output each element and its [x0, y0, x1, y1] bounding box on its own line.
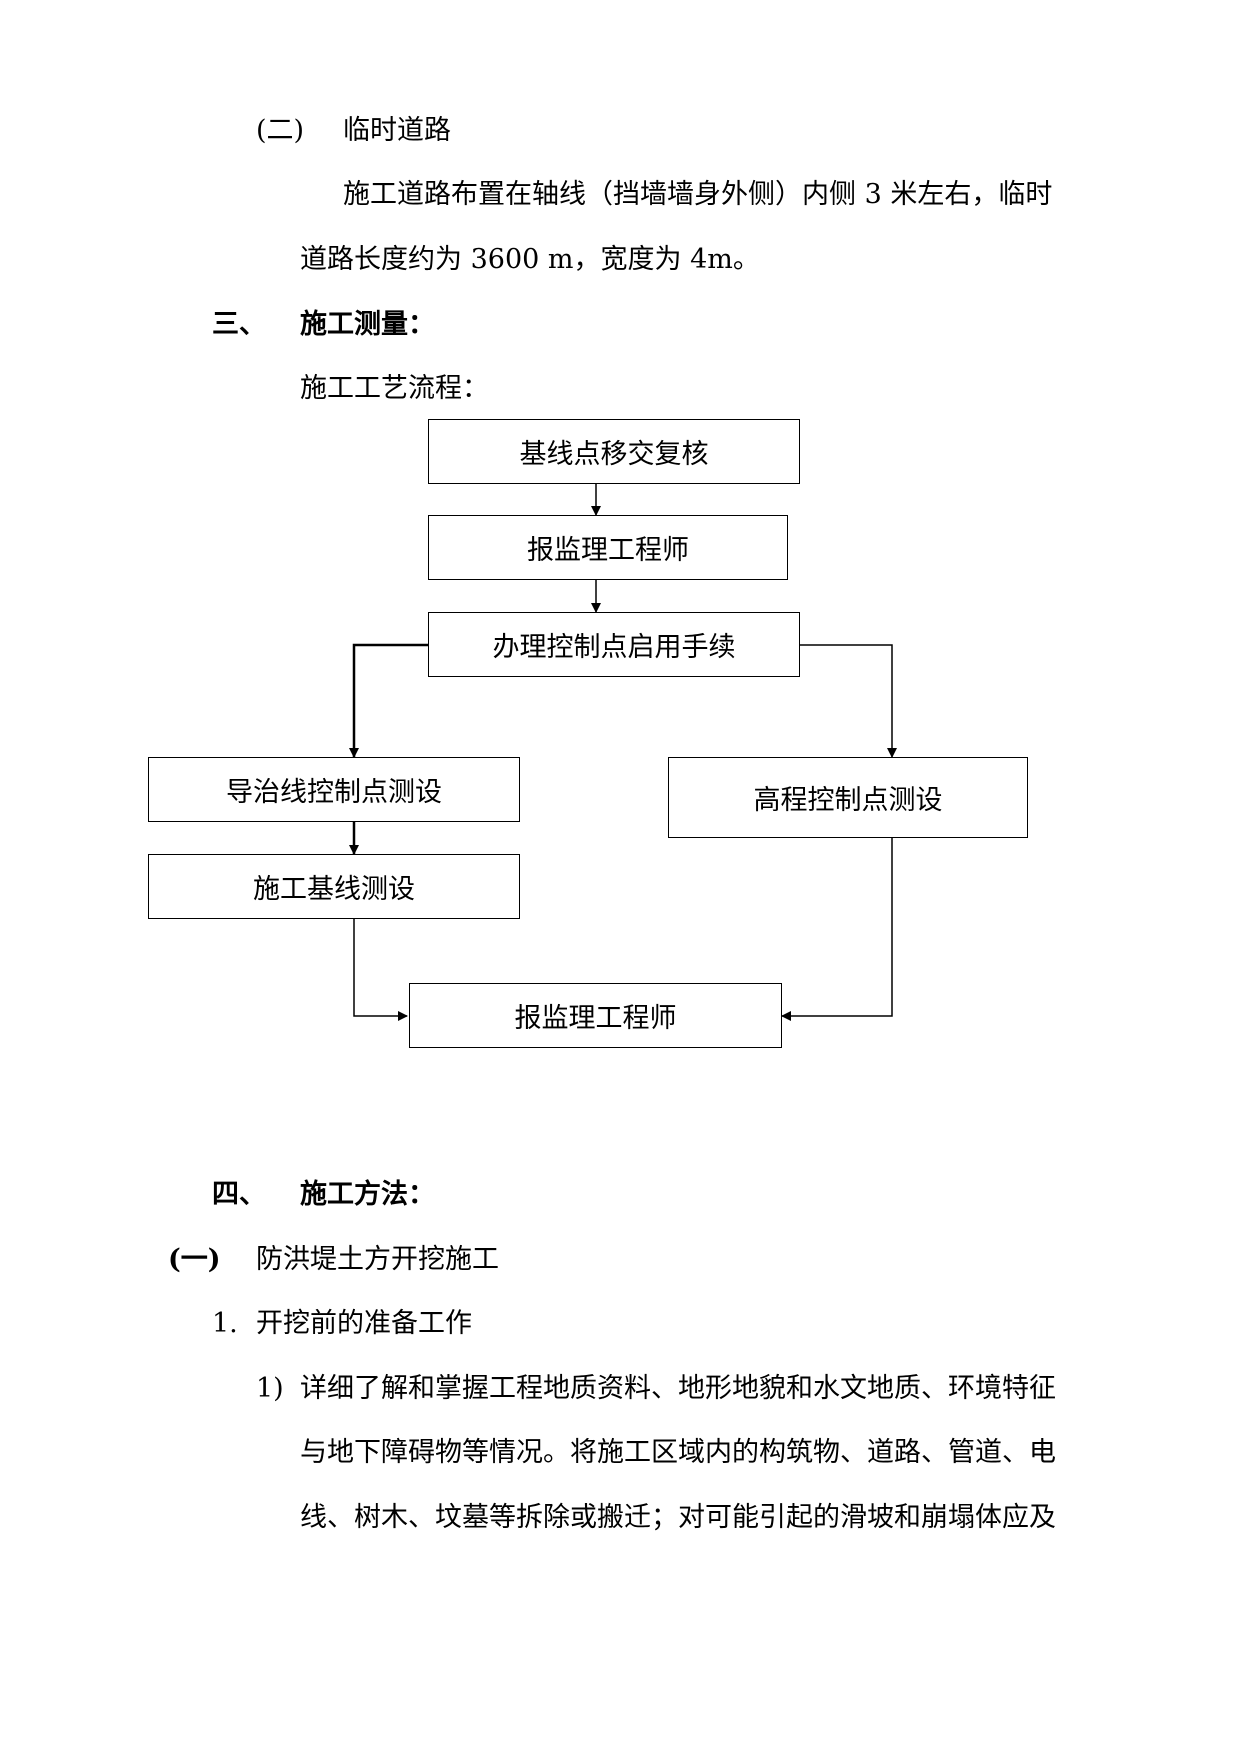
- flow-box-report-supervisor: 报监理工程师: [428, 515, 788, 580]
- item-1-1-line-2: 与地下障碍物等情况。将施工区域内的构筑物、道路、管道、电: [300, 1437, 1056, 1468]
- subsection-1-title: 防洪堤土方开挖施工: [256, 1244, 499, 1275]
- item-1-1-number: 1): [256, 1373, 284, 1404]
- section-2-paragraph-line-1: 施工道路布置在轴线（挡墙墙身外侧）内侧 3 米左右，临时: [343, 179, 1053, 210]
- flow-box-label: 报监理工程师: [527, 535, 689, 566]
- item-1-title: 开挖前的准备工作: [256, 1308, 472, 1339]
- subsection-1-number: (一): [168, 1244, 221, 1275]
- flow-box-label: 高程控制点测设: [753, 785, 943, 816]
- section-2-title: 临时道路: [343, 115, 451, 146]
- flow-box-guide-line-control-point: 导治线控制点测设: [148, 757, 520, 822]
- section-3-title: 施工测量：: [300, 309, 435, 340]
- section-4-title: 施工方法：: [300, 1179, 435, 1210]
- flow-box-label: 施工基线测设: [253, 874, 415, 905]
- flow-box-baseline-handover: 基线点移交复核: [428, 419, 800, 484]
- section-3-number: 三、: [212, 309, 266, 340]
- flow-box-label: 基线点移交复核: [519, 439, 709, 470]
- arrow-box5-to-box7: [781, 838, 893, 1021]
- item-1-1-line-1: 详细了解和掌握工程地质资料、地形地貌和水文地质、环境特征: [300, 1373, 1056, 1404]
- arrow-box3-to-box5: [800, 644, 897, 758]
- section-2-number: (二): [256, 115, 305, 146]
- flow-box-construction-baseline: 施工基线测设: [148, 854, 520, 919]
- flow-box-label: 报监理工程师: [514, 1003, 677, 1034]
- item-1-1-line-3: 线、树木、坟墓等拆除或搬迁；对可能引起的滑坡和崩塌体应及: [300, 1502, 1056, 1533]
- item-1-number: 1.: [212, 1308, 238, 1339]
- flow-box-label: 办理控制点启用手续: [492, 632, 736, 663]
- arrow-box3-to-box4: [349, 643, 428, 758]
- flow-box-elevation-control-point: 高程控制点测设: [668, 757, 1028, 838]
- section-2-paragraph-line-2: 道路长度约为 3600 m，宽度为 4m。: [300, 244, 760, 275]
- flow-box-report-supervisor-final: 报监理工程师: [409, 983, 782, 1048]
- flow-box-control-point-procedure: 办理控制点启用手续: [428, 612, 800, 677]
- flow-intro: 施工工艺流程：: [300, 373, 489, 404]
- arrow-box6-to-box7: [353, 919, 408, 1021]
- section-4-number: 四、: [212, 1179, 266, 1210]
- flow-box-label: 导治线控制点测设: [226, 777, 442, 808]
